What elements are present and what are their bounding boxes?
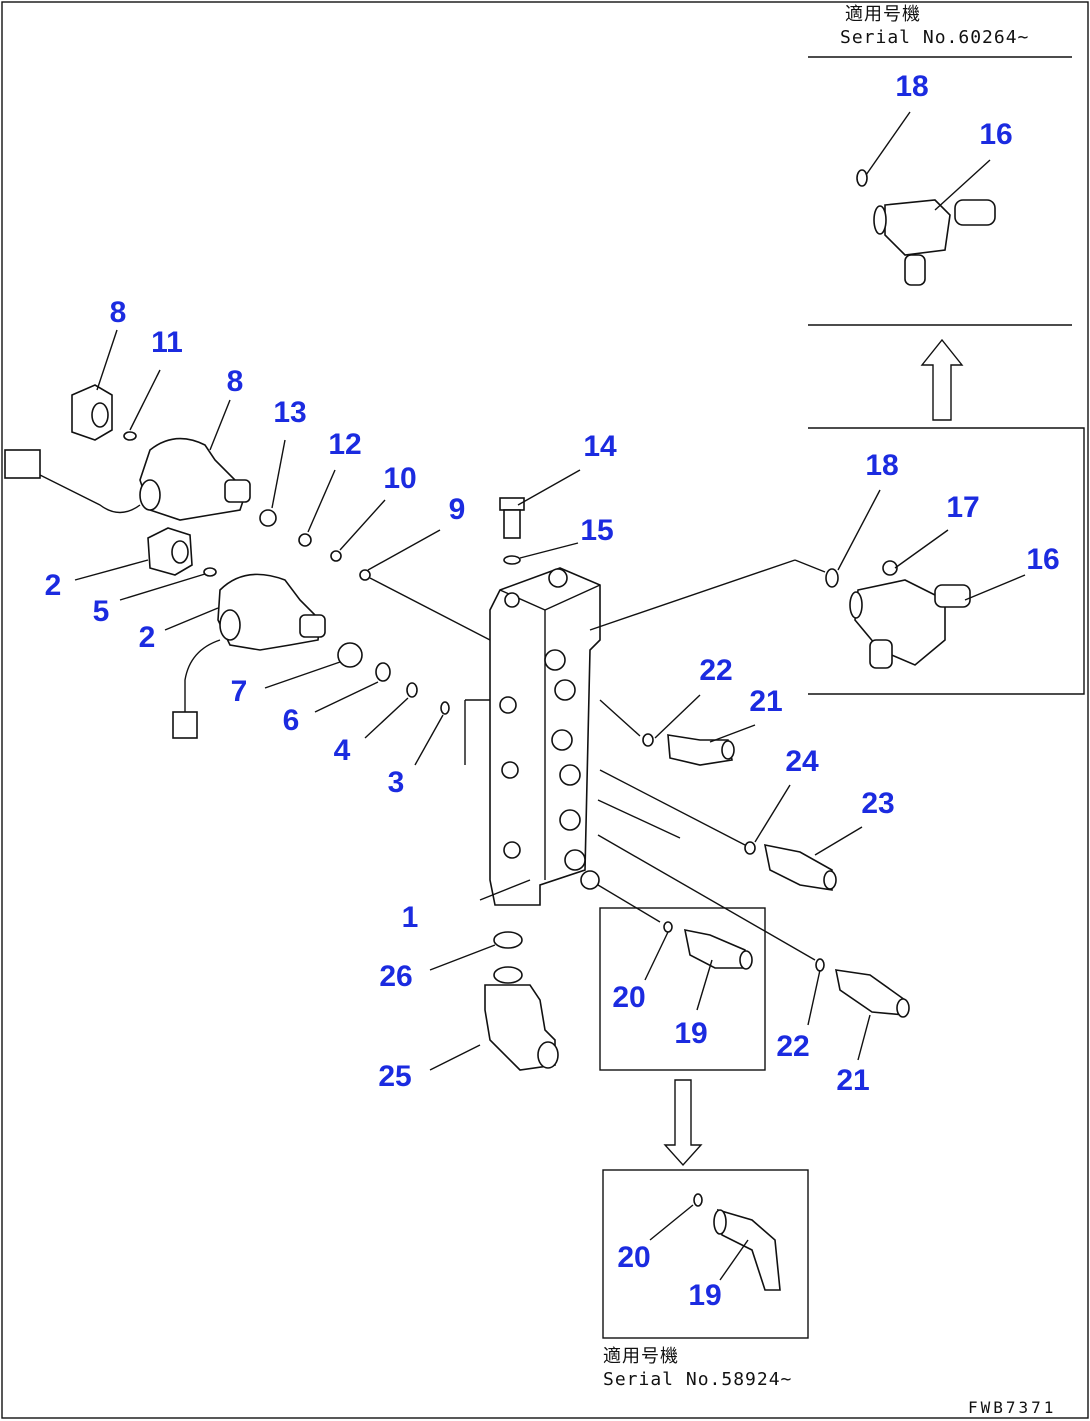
- callout-24[interactable]: 24: [785, 745, 819, 778]
- part-4-o-ring: [406, 682, 418, 698]
- part-21-fitting-upper: [667, 734, 735, 766]
- part-22-o-ring-upper: [642, 733, 654, 747]
- callout-20-upper[interactable]: 20: [612, 981, 646, 1014]
- callout-2-lower[interactable]: 2: [138, 621, 156, 654]
- part-22-o-ring-lower: [815, 958, 825, 972]
- part-15-washer: [503, 555, 521, 565]
- part-12-o-ring: [298, 533, 312, 547]
- callout-2-upper[interactable]: 2: [44, 569, 62, 602]
- callout-22-lower[interactable]: 22: [776, 1030, 810, 1063]
- callout-20-lower[interactable]: 20: [617, 1241, 651, 1274]
- part-21-fitting-lower: [834, 969, 910, 1018]
- serial-note-bottom-applicability: 適用号機: [603, 1346, 679, 1367]
- callout-3[interactable]: 3: [387, 766, 405, 799]
- part-3-o-ring: [440, 701, 450, 715]
- callout-18-upper[interactable]: 18: [895, 70, 929, 103]
- drawing-code: FWB7371: [968, 1398, 1057, 1417]
- part-18-o-ring: [825, 568, 839, 588]
- callout-12[interactable]: 12: [328, 428, 362, 461]
- part-1-valve-body: [464, 567, 601, 906]
- part-26-o-ring: [493, 931, 523, 949]
- callout-17[interactable]: 17: [946, 491, 980, 524]
- part-8-solenoid-valve: [4, 437, 251, 521]
- up-arrow-icon: [920, 338, 964, 421]
- part-6-o-ring: [375, 662, 391, 682]
- serial-note-top-serial: Serial No.60264~: [840, 26, 1030, 48]
- callout-25[interactable]: 25: [378, 1060, 412, 1093]
- assembly-lines: [369, 559, 826, 961]
- part-5-o-ring: [203, 567, 217, 577]
- callout-21-lower[interactable]: 21: [836, 1064, 870, 1097]
- part-11-o-ring: [123, 431, 137, 441]
- serial-note-top: 適用号機 Serial No.60264~: [840, 4, 1029, 49]
- callout-8-solenoid[interactable]: 8: [226, 365, 244, 398]
- part-13-o-ring: [259, 509, 277, 527]
- part-23-fitting: [763, 843, 837, 891]
- part-9-o-ring: [359, 569, 371, 581]
- serial-note-bottom-serial: Serial No.58924~: [603, 1368, 793, 1390]
- callout-26[interactable]: 26: [379, 960, 413, 993]
- callout-16-lower[interactable]: 16: [1026, 543, 1060, 576]
- part-20-o-ring-upper: [663, 921, 673, 933]
- callout-14[interactable]: 14: [583, 430, 617, 463]
- part-25-elbow-fitting: [484, 966, 559, 1071]
- part-2-solenoid-valve: [172, 573, 326, 739]
- part-16-fitting-lower: [849, 579, 971, 669]
- callout-18-lower[interactable]: 18: [865, 449, 899, 482]
- part-10-o-ring: [330, 550, 342, 562]
- callout-7[interactable]: 7: [230, 675, 248, 708]
- callout-9[interactable]: 9: [448, 493, 466, 526]
- inset-box-right: [808, 427, 1085, 695]
- callout-5[interactable]: 5: [92, 595, 110, 628]
- inset-box-bottom: [602, 1169, 809, 1339]
- part-20-o-ring-lower: [693, 1193, 703, 1207]
- callout-10[interactable]: 10: [383, 462, 417, 495]
- serial-note-bottom: 適用号機 Serial No.58924~: [603, 1346, 792, 1391]
- callout-1[interactable]: 1: [401, 901, 419, 934]
- callout-23[interactable]: 23: [861, 787, 895, 820]
- callout-6[interactable]: 6: [282, 704, 300, 737]
- inset-box-lower: [599, 907, 766, 1071]
- callout-19-upper[interactable]: 19: [674, 1017, 708, 1050]
- callout-16-upper[interactable]: 16: [979, 118, 1013, 151]
- part-16-fitting-upper: [856, 169, 996, 286]
- callout-leaders: [74, 111, 1026, 1281]
- down-arrow-icon: [663, 1079, 703, 1167]
- callout-13[interactable]: 13: [273, 396, 307, 429]
- callout-15[interactable]: 15: [580, 514, 614, 547]
- part-19-fitting-upper: [683, 928, 753, 970]
- callout-11[interactable]: 11: [151, 326, 183, 359]
- callout-22-upper[interactable]: 22: [699, 654, 733, 687]
- part-14-bolt: [499, 497, 525, 539]
- callout-4[interactable]: 4: [333, 734, 351, 767]
- part-2-nut: [147, 527, 193, 576]
- part-24-o-ring: [744, 841, 756, 855]
- callout-21-upper[interactable]: 21: [749, 685, 783, 718]
- part-17-plug: [882, 560, 898, 576]
- part-7-o-ring: [337, 642, 363, 668]
- callout-8-nut[interactable]: 8: [109, 296, 127, 329]
- part-19-elbow-lower: [713, 1208, 781, 1291]
- callout-19-lower[interactable]: 19: [688, 1279, 722, 1312]
- serial-note-top-applicability: 適用号機: [845, 4, 921, 25]
- part-8-nut: [71, 384, 113, 441]
